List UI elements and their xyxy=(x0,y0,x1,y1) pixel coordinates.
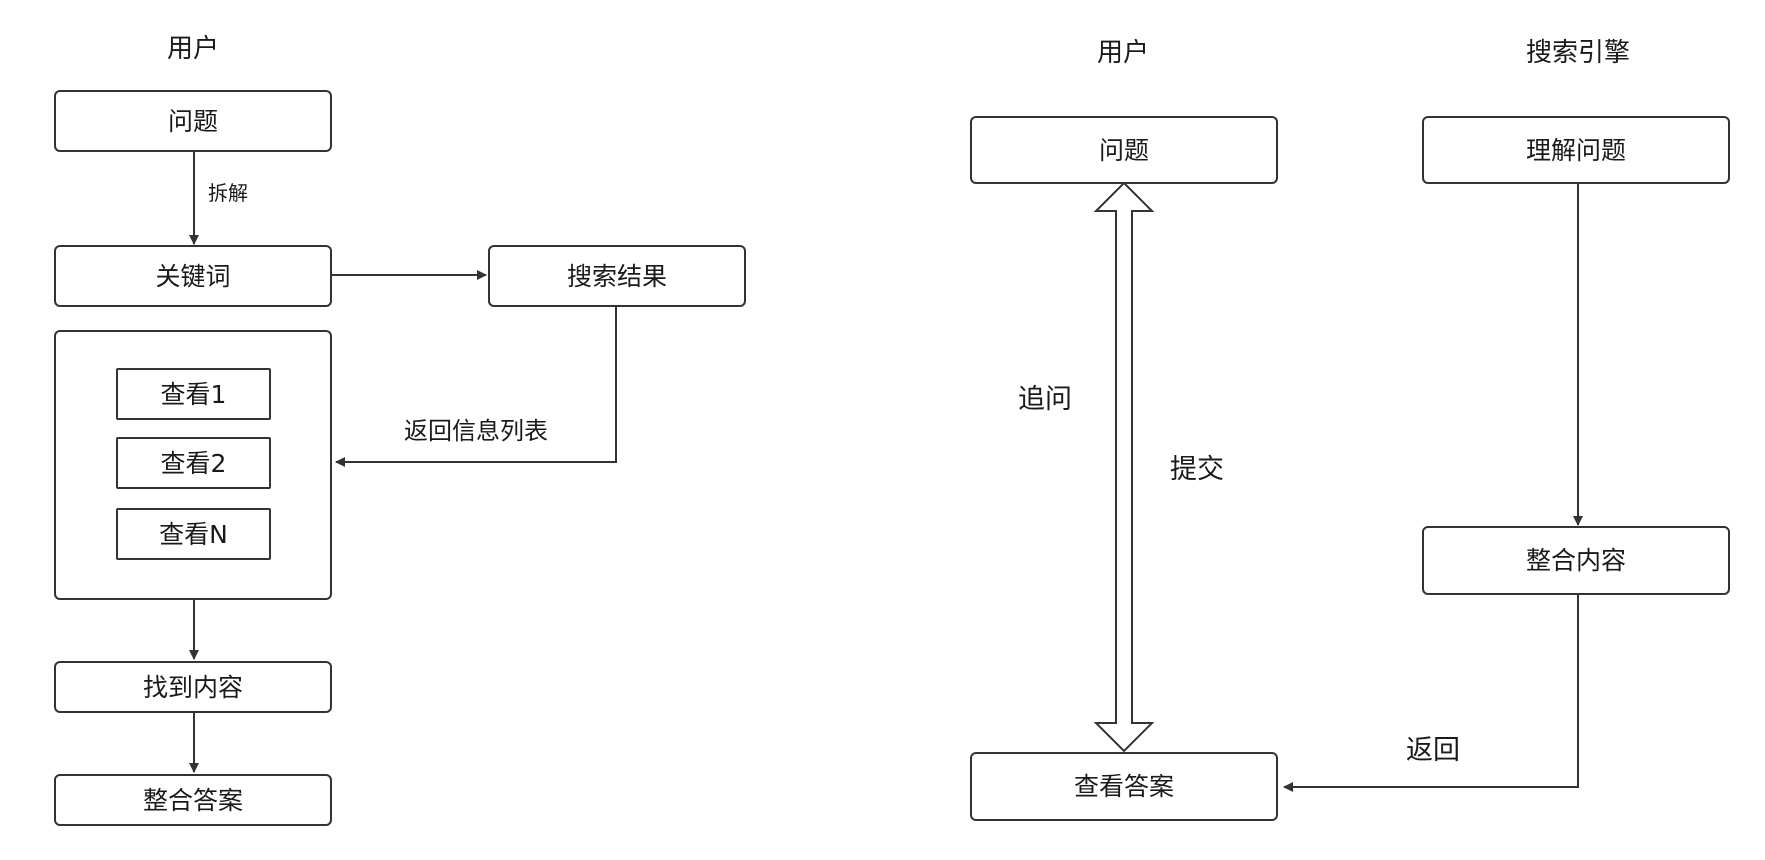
find-content-box: 找到内容 xyxy=(54,661,332,713)
integrate-content-box: 整合内容 xyxy=(1422,526,1730,595)
return-list-label: 返回信息列表 xyxy=(404,417,548,445)
view-item-2: 查看2 xyxy=(116,437,271,489)
view-item-1: 查看1 xyxy=(116,368,271,420)
left-question-box: 问题 xyxy=(54,90,332,152)
keywords-box: 关键词 xyxy=(54,245,332,307)
return-label: 返回 xyxy=(1406,735,1460,766)
right-header-engine: 搜索引擎 xyxy=(1525,38,1631,68)
left-header-user: 用户 xyxy=(166,34,220,64)
double-arrow-question-answer xyxy=(1093,181,1155,753)
search-results-box: 搜索结果 xyxy=(488,245,746,307)
follow-up-label: 追问 xyxy=(1018,384,1072,415)
view-item-n: 查看N xyxy=(116,508,271,560)
view-answer-box: 查看答案 xyxy=(970,752,1278,821)
integrate-answer-box: 整合答案 xyxy=(54,774,332,826)
arrow-results-to-views xyxy=(335,307,617,467)
right-header-user: 用户 xyxy=(1096,38,1150,68)
arrow-integrate-to-answer xyxy=(1283,595,1579,792)
decompose-label: 拆解 xyxy=(208,181,248,205)
right-question-box: 问题 xyxy=(970,116,1278,184)
understand-question-box: 理解问题 xyxy=(1422,116,1730,184)
submit-label: 提交 xyxy=(1170,454,1224,485)
